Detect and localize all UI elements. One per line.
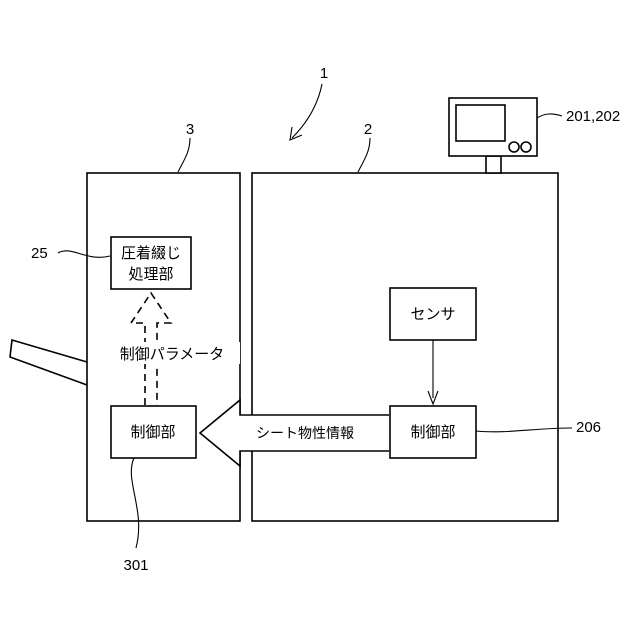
- operation-panel: [449, 98, 537, 173]
- control-unit-left-label: 制御部: [130, 423, 175, 441]
- ref-1-label: 1: [320, 65, 328, 82]
- ref-2-label: 2: [364, 121, 372, 138]
- ref-2-leader: [358, 138, 370, 172]
- ref-301-label: 301: [123, 557, 148, 574]
- control-parameter-label: 制御パラメータ: [120, 345, 225, 363]
- ref-206-label: 206: [576, 419, 601, 436]
- ref-25-label: 25: [31, 245, 48, 262]
- crimp-binding-label-1: 圧着綴じ: [121, 244, 181, 262]
- ref-3-leader: [178, 138, 190, 172]
- sheet-info-label: シート物性情報: [256, 426, 354, 442]
- ref-3-label: 3: [186, 121, 194, 138]
- crimp-binding-label-2: 処理部: [128, 265, 173, 283]
- image-forming-body: [252, 173, 558, 521]
- ref-1-arrow: [290, 84, 322, 140]
- output-tray: [10, 340, 87, 385]
- ref-201-202-leader: [537, 114, 562, 118]
- control-unit-right-label: 制御部: [410, 423, 455, 441]
- sensor-label: センサ: [410, 305, 455, 323]
- ref-201-202-label: 201,202: [566, 108, 620, 125]
